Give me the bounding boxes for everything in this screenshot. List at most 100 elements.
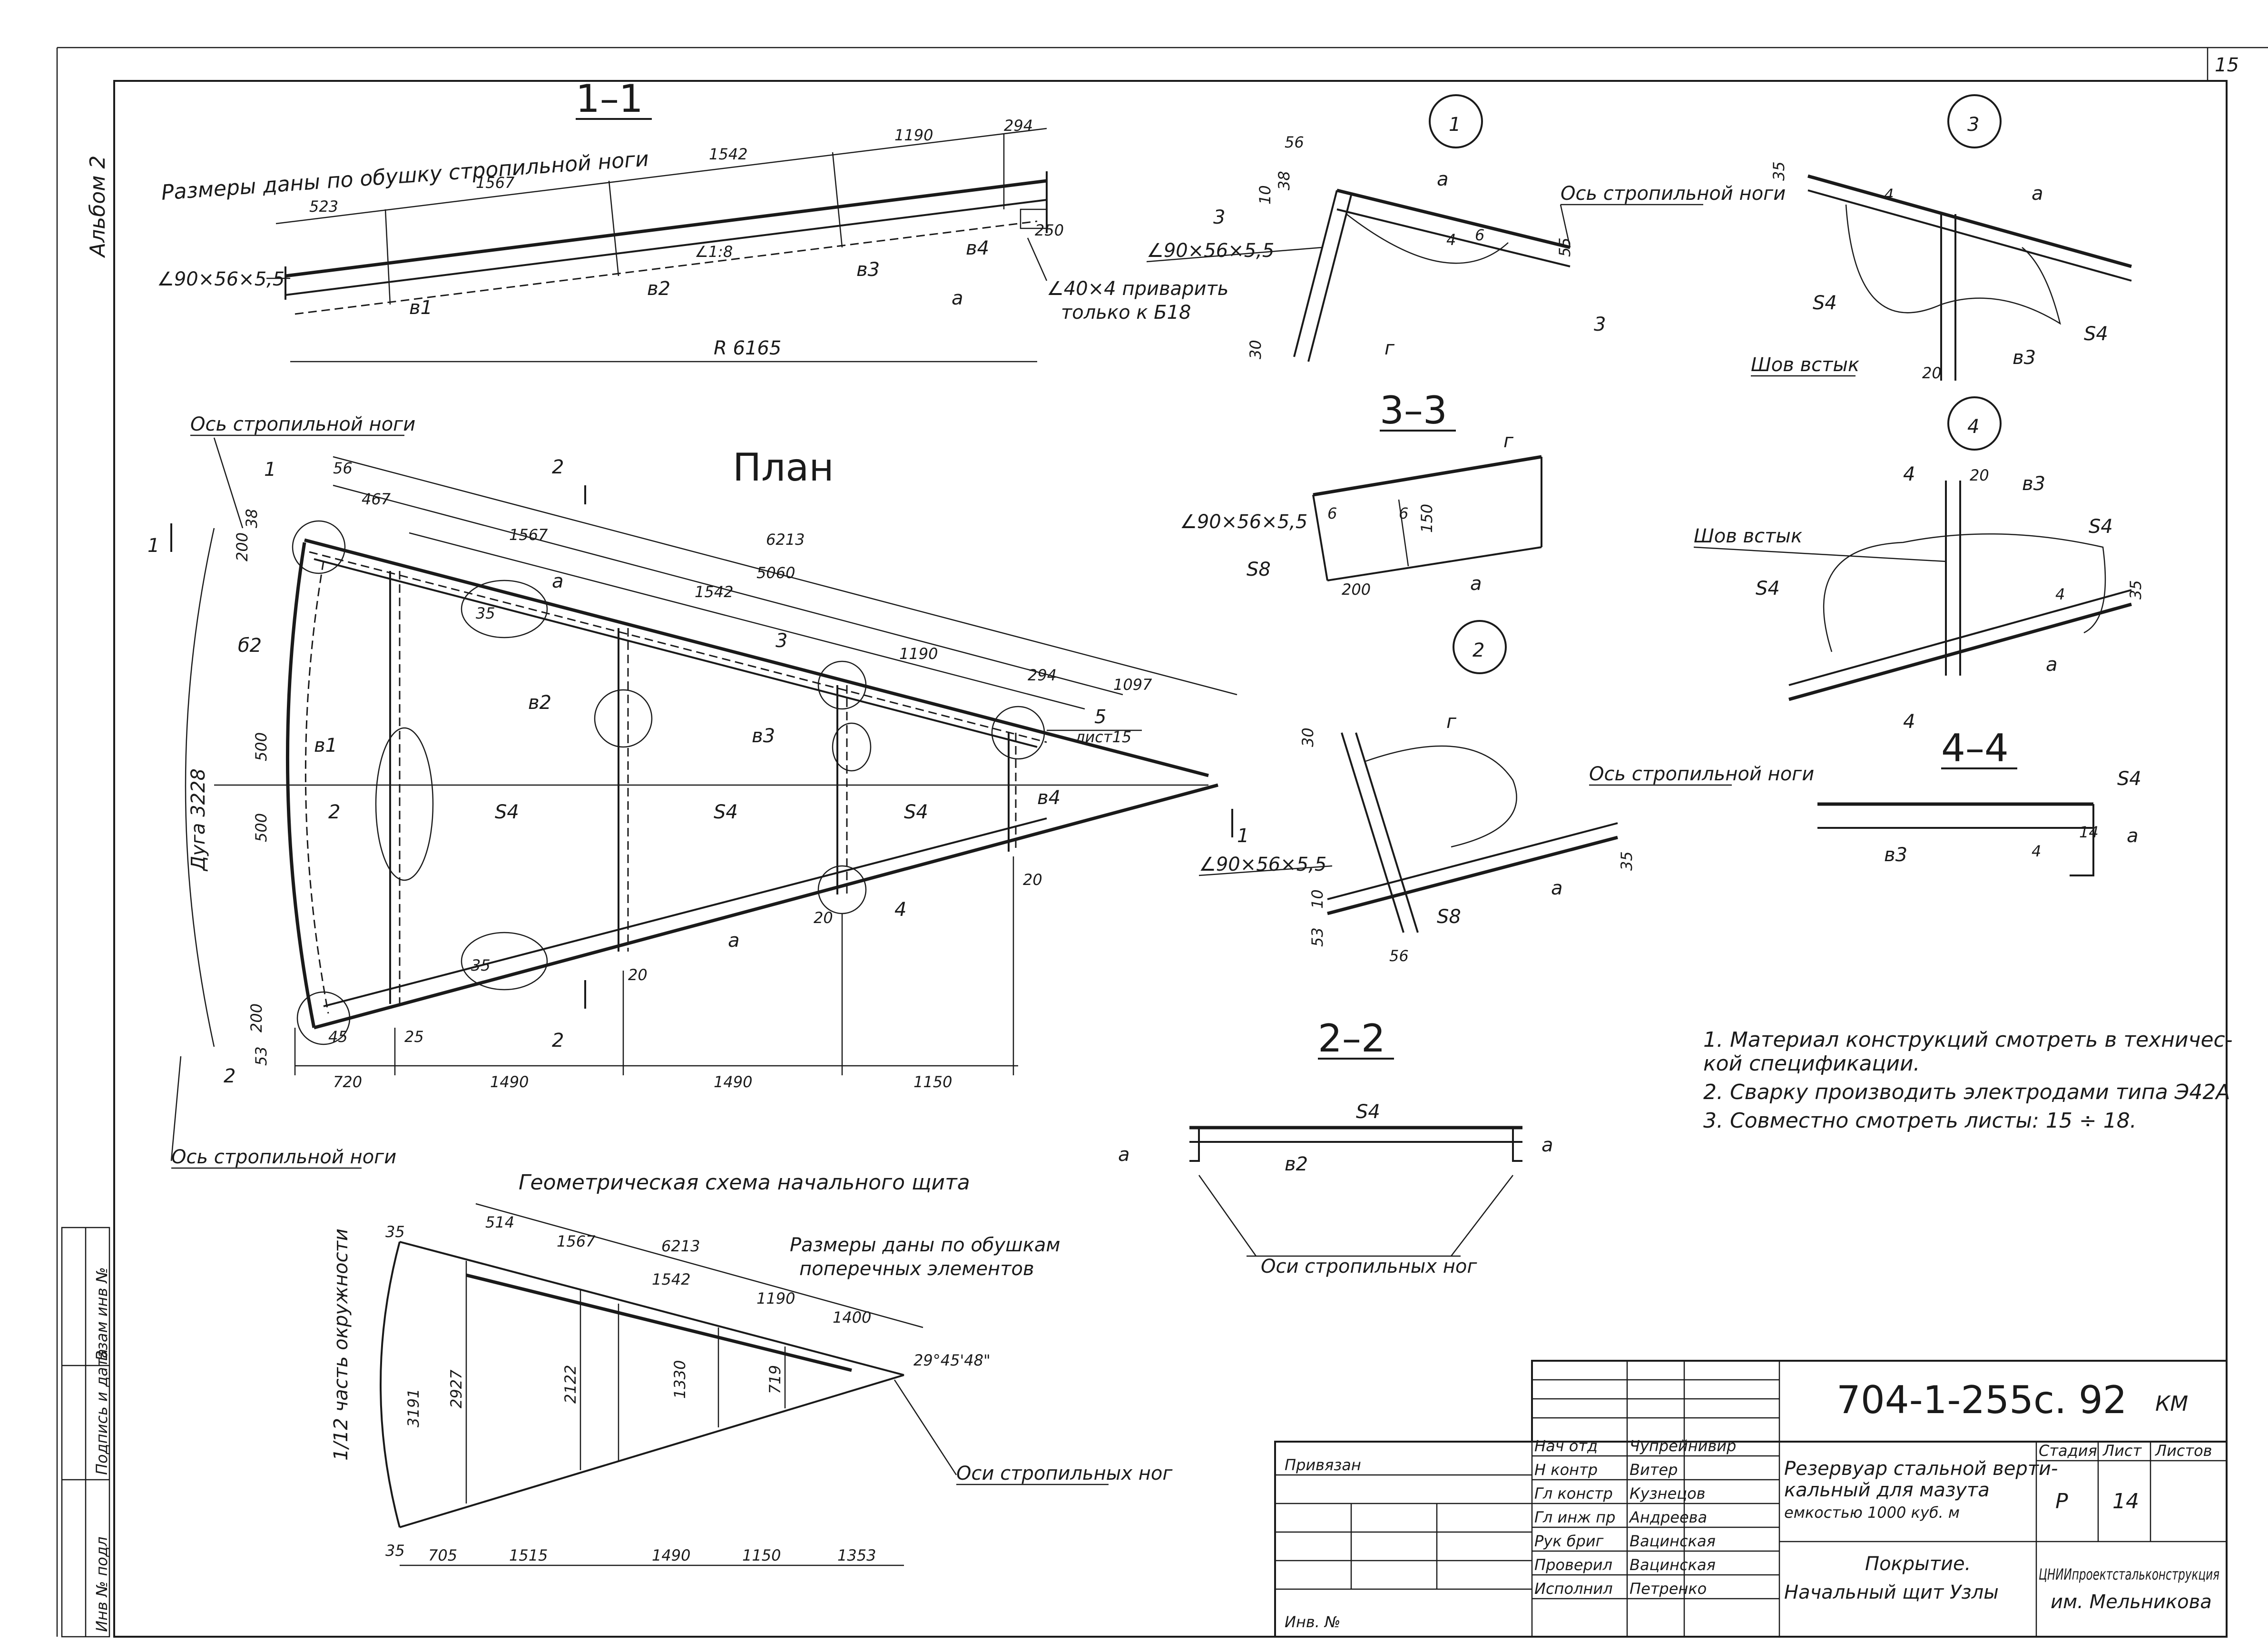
plan-mark-b2: б2 — [238, 635, 262, 657]
node-3-mark-a: а — [2032, 183, 2043, 205]
node-1-dim-56: 56 — [1285, 133, 1304, 151]
plan-dim-294: 294 — [1028, 666, 1057, 684]
scheme-top-1190: 1190 — [756, 1289, 795, 1307]
stamp-title-3: емкостью 1000 куб. м — [1784, 1503, 1960, 1522]
album-label: Альбом 2 — [86, 156, 110, 258]
node-1-cut-b: 3 — [1594, 314, 1606, 335]
node-2-dim-35: 35 — [1618, 851, 1636, 871]
plan-dim-500a: 500 — [252, 732, 270, 761]
stamp-role-5: Рук бриг — [1534, 1532, 1604, 1550]
s33-title: 3–3 — [1380, 388, 1447, 432]
scheme-axes: Оси стропильных ног — [956, 1463, 1173, 1484]
stamp-name-2: Витер — [1630, 1461, 1678, 1479]
plan-dim-20a: 20 — [1023, 871, 1042, 889]
node-1-mark-a: а — [1437, 168, 1449, 190]
plan-dim-35a: 35 — [476, 604, 495, 622]
plan-view: План 56 — [147, 413, 1249, 1169]
plan-node-4: 4 — [894, 899, 906, 921]
plan-dim-1567: 1567 — [509, 526, 548, 544]
node-1-dim-4: 4 — [1446, 231, 1456, 249]
stamp-sheet: 14 — [2112, 1489, 2139, 1513]
scheme-top-1400: 1400 — [833, 1308, 871, 1327]
plan-mark-a2: а — [728, 930, 740, 952]
node-3-dim-35: 35 — [1770, 161, 1788, 181]
node-3-dim-4: 4 — [1884, 186, 1894, 204]
s22-axes: Оси стропильных ног — [1261, 1256, 1477, 1277]
scheme-top-6213: 6213 — [661, 1237, 700, 1255]
plan-cut-2b: 2 — [552, 1030, 564, 1051]
plan-dim-200a: 200 — [233, 532, 251, 561]
stamp-sheets-h: Листов — [2155, 1442, 2212, 1460]
plan-dim-200b: 200 — [247, 1003, 265, 1032]
node-1-dim-30: 30 — [1247, 340, 1265, 359]
stamp-sheet-title-1: Покрытие. — [1865, 1553, 1971, 1575]
stamp-role-3: Гл констр — [1534, 1484, 1613, 1503]
plan-dim-5060: 5060 — [756, 564, 795, 582]
stamp-sheet-title-2: Начальный щит Узлы — [1784, 1582, 1999, 1603]
node-1-dim-38: 38 — [1275, 171, 1293, 190]
left-stamp: Инв № подл Подпись и дата Взам инв № — [61, 1227, 111, 1638]
s33-dim-6a: 6 — [1327, 504, 1337, 522]
s22-mark-s4: S4 — [1356, 1101, 1380, 1123]
node-1-num: 1 — [1449, 114, 1461, 136]
title-block: 704-1-255с. 92 КМ Привязан Инв. № Нач от… — [1274, 1360, 2228, 1638]
node-1-cut-a: 3 — [1213, 206, 1225, 228]
scheme-h-1330: 1330 — [671, 1360, 689, 1399]
plan-dim-1097: 1097 — [1113, 676, 1152, 694]
stamp-name-7: Петренко — [1630, 1580, 1707, 1598]
node-1-detail: 1 56 10 38 30 55 6 4 Ось стропильной ног… — [1146, 94, 1786, 362]
s11-dim-3: 1542 — [709, 145, 747, 163]
section-3-3: 3–3 ∠90×56×5,5 200 150 6 6 г S8 а — [1180, 388, 1542, 599]
node-3-detail: 3 35 20 4 а S4 S4 в3 Шов встык — [1751, 94, 2132, 382]
node-4-mark-s4b: S4 — [2089, 516, 2113, 538]
plan-title: План — [733, 445, 834, 490]
section-4-4: 4–4 4 14 S4 в3 а — [1817, 726, 2141, 876]
node-2-mark-s8: S8 — [1437, 906, 1461, 928]
node-3-mark-v3: в3 — [2013, 347, 2036, 369]
s11-slope: ∠1:8 — [695, 243, 733, 261]
plan-dim-56: 56 — [333, 459, 353, 477]
node-4-mark-s4a: S4 — [1756, 578, 1780, 599]
s44-mark-s4: S4 — [2117, 768, 2141, 790]
general-notes: 1. Материал конструкций смотреть в техни… — [1703, 1028, 2233, 1133]
stamp-title-2: кальный для мазута — [1784, 1479, 1990, 1501]
plan-axis-bottom: Ось стропильной ноги — [171, 1146, 396, 1168]
s11-weld-note-1: ∠40×4 приварить — [1047, 278, 1228, 300]
stamp-role-6: Проверил — [1534, 1556, 1612, 1574]
stamp-km: КМ — [2155, 1392, 2188, 1416]
s11-radius: R 6165 — [714, 337, 781, 359]
plan-axis-top: Ось стропильной ноги — [190, 413, 415, 435]
node-4-dim-35: 35 — [2127, 580, 2145, 599]
plan-dim-45: 45 — [328, 1028, 348, 1046]
scheme-h-3191: 3191 — [404, 1389, 422, 1427]
plan-dim-b1: 720 — [333, 1073, 362, 1091]
plan-node-2-circle — [296, 991, 351, 1045]
node-1-axis: Ось стропильной ноги — [1561, 183, 1786, 205]
s22-mark-v2: в2 — [1285, 1153, 1308, 1175]
stamp-name-1: Чупрейнивир — [1630, 1437, 1736, 1455]
node-1-angle: ∠90×56×5,5 — [1147, 240, 1274, 262]
stamp-sheet-h: Лист — [2102, 1442, 2142, 1460]
scheme-bot-1490: 1490 — [652, 1546, 690, 1564]
s44-dim-14: 14 — [2079, 823, 2099, 841]
scheme-bot-35: 35 — [385, 1542, 405, 1560]
node-4-num: 4 — [1967, 416, 1979, 438]
stamp-org-1: ЦНИИпроектстальконструкция — [2039, 1565, 2219, 1583]
s22-mark-a2: а — [1541, 1134, 1553, 1156]
s11-dim-2: 1567 — [476, 174, 515, 192]
node-4-mark-v3: в3 — [2022, 473, 2045, 495]
scheme-angle: 29°45'48" — [913, 1351, 991, 1369]
stamp-stage-h: Стадия — [2039, 1442, 2097, 1460]
left-stamp-replace: Взам инв № — [93, 1267, 111, 1361]
sheet-number: 15 — [2215, 54, 2239, 76]
node-3-mark-s4b: S4 — [2084, 323, 2108, 345]
plan-mark-v4: в4 — [1037, 787, 1060, 809]
node-3-num: 3 — [1967, 114, 1979, 136]
plan-node-3: 3 — [776, 630, 787, 652]
s33-mark-g: г — [1503, 430, 1514, 452]
node-4-cut-a: 4 — [1903, 463, 1915, 485]
node-2-angle: ∠90×56×5,5 — [1199, 854, 1326, 875]
node-2-dim-56: 56 — [1389, 947, 1409, 965]
node-2-dim-10: 10 — [1308, 889, 1326, 909]
